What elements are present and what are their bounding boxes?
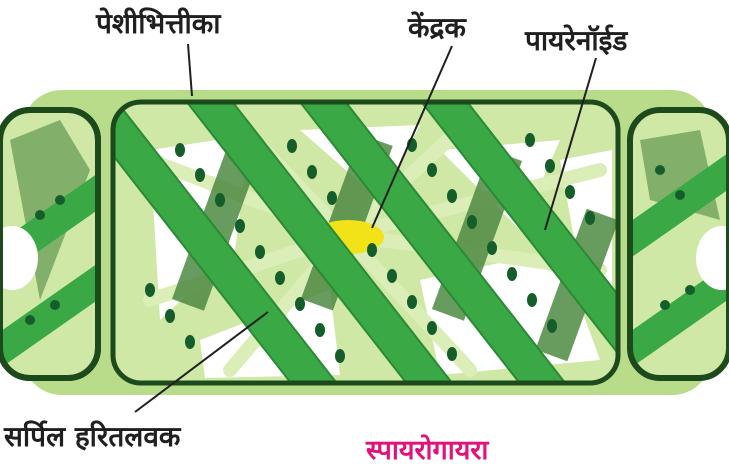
- label-spiral-chloroplast: सर्पिल हरितलवक: [3, 420, 182, 453]
- left-neighbour-cell: [0, 110, 116, 378]
- label-pyrenoid: पायरेनॉईड: [524, 24, 628, 57]
- label-nucleus: केंद्रक: [407, 11, 467, 44]
- right-neighbour-cell: [614, 110, 729, 378]
- label-cell-wall: पेशीभित्तीका: [95, 7, 222, 40]
- figure-caption: स्पायरोगायरा: [365, 434, 489, 466]
